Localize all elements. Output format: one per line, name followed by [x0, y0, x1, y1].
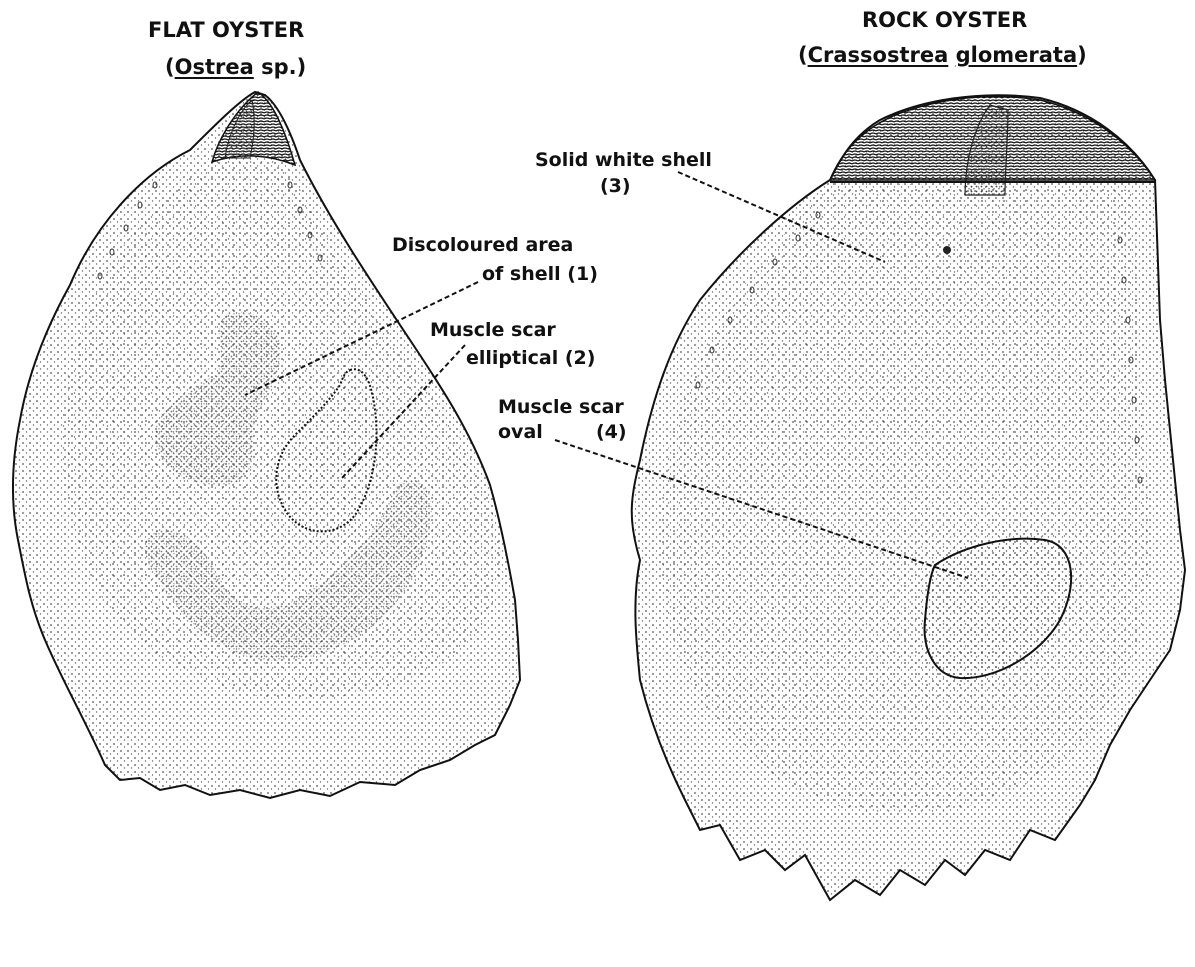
flat-oyster-title: FLAT OYSTER: [148, 18, 304, 42]
label-scar-oval-2b: (4): [596, 422, 627, 444]
label-solid-white-2: (3): [600, 176, 631, 198]
label-scar-oval-1: Muscle scar: [498, 397, 624, 419]
flat-oyster-species: (Ostrea sp.): [165, 55, 306, 79]
rock-oyster-species-name: glomerata: [956, 43, 1078, 67]
label-scar-oval-2a: oval: [498, 422, 543, 444]
flat-oyster-shell: [13, 92, 520, 798]
rock-oyster-paren-open: (: [798, 43, 808, 67]
flat-oyster-genus: Ostrea: [175, 55, 254, 79]
label-scar-elliptical-2: elliptical (2): [466, 348, 595, 370]
flat-oyster-sp: sp.): [261, 55, 306, 79]
label-solid-white-1: Solid white shell: [535, 150, 712, 172]
rock-oyster-title: ROCK OYSTER: [862, 8, 1027, 32]
flat-oyster-paren: (: [165, 55, 175, 79]
rock-oyster-species: (Crassostrea glomerata): [798, 43, 1087, 67]
rock-oyster-paren-close: ): [1077, 43, 1087, 67]
label-discoloured-2: of shell (1): [482, 264, 598, 286]
label-discoloured-1: Discoloured area: [392, 235, 573, 257]
rock-oyster-shell: [632, 95, 1185, 900]
rock-oyster-genus: Crassostrea: [808, 43, 949, 67]
label-scar-elliptical-1: Muscle scar: [430, 320, 556, 342]
